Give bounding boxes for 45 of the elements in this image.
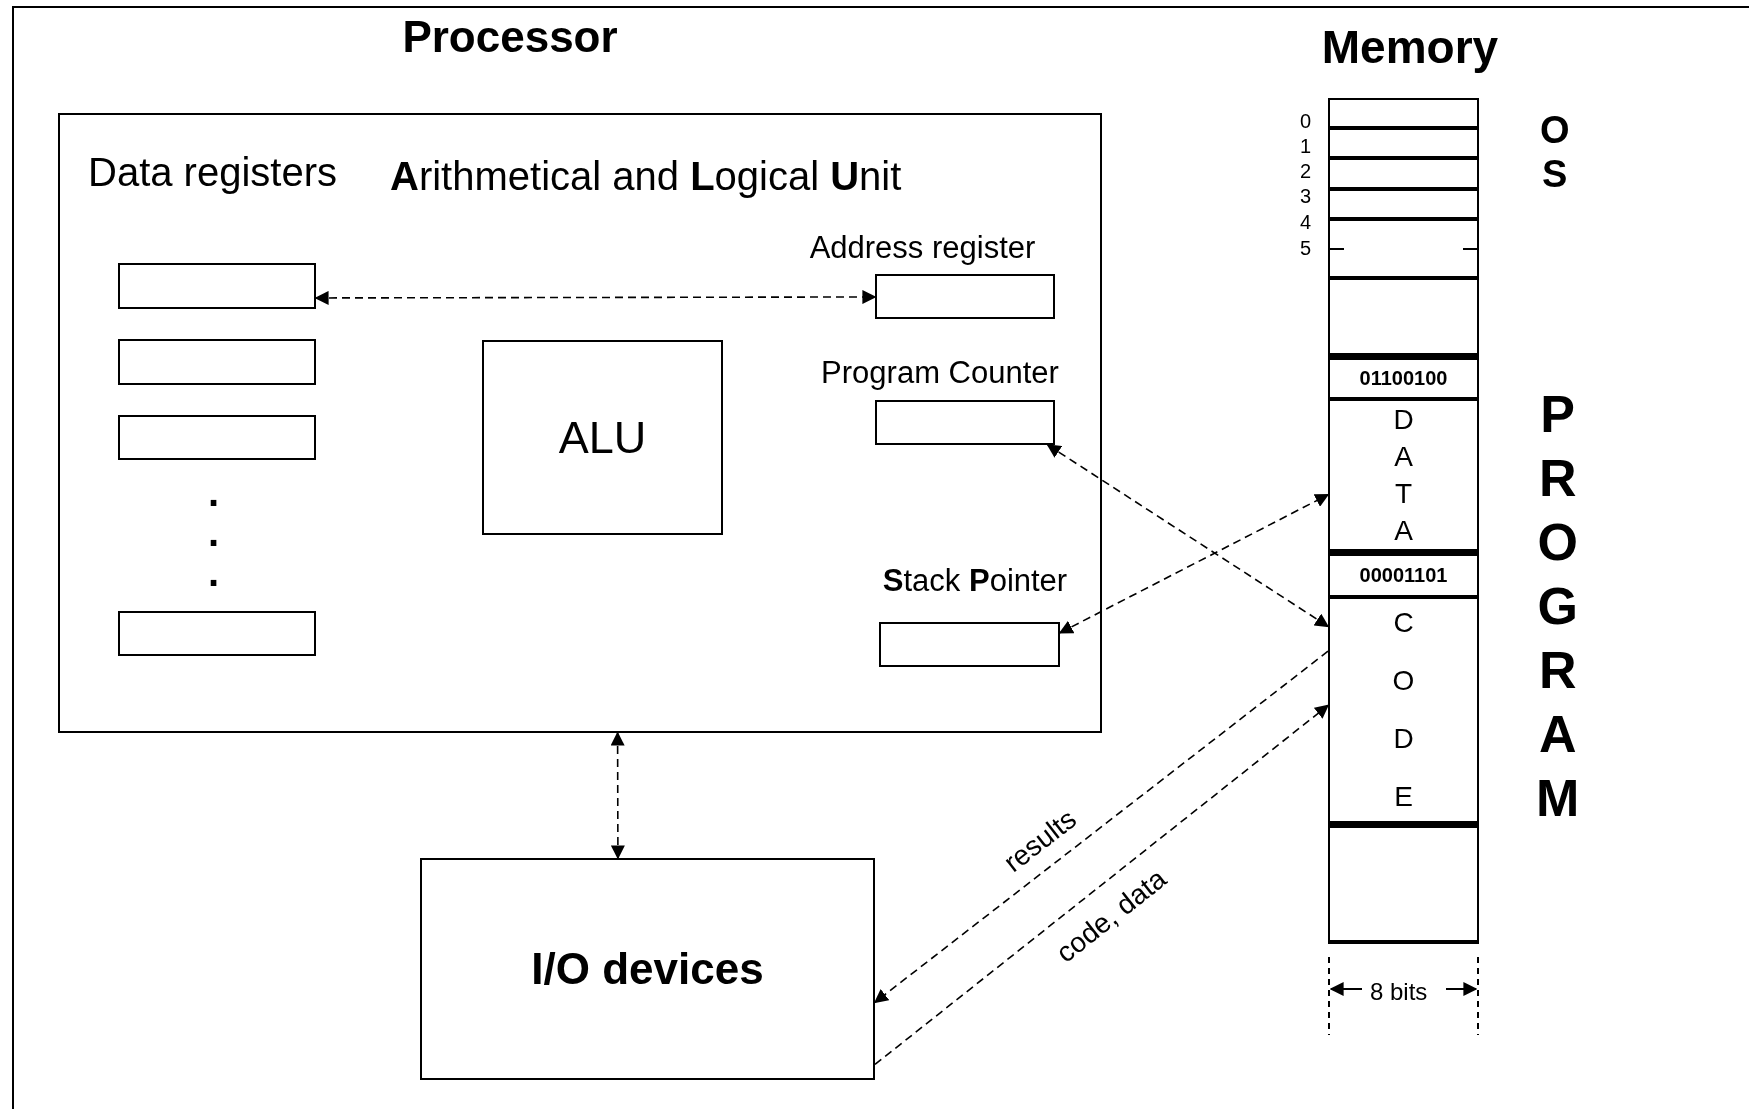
register-box (118, 611, 316, 656)
double-arrow (314, 289, 877, 305)
vertical-label: P R O G R A M (1536, 384, 1580, 829)
dimension-label: 8 bits (1370, 978, 1428, 1006)
memory-cell (1328, 128, 1479, 158)
register-name: Stack Pointer (881, 563, 1069, 599)
memory-heading: Memory (1320, 20, 1500, 74)
memory-cell (1328, 355, 1479, 399)
section-label: Data registers (88, 150, 337, 195)
register-name: Program Counter (820, 355, 1060, 391)
arrow (874, 704, 1330, 1066)
region-label: D A T A (1393, 403, 1414, 548)
io-devices-box (420, 858, 875, 1080)
memory-cell (1328, 219, 1479, 278)
double-arrow (1058, 493, 1330, 634)
vertical-label: O S (1540, 108, 1570, 196)
address-number: 0 (1300, 110, 1312, 133)
address-number: 5 (1300, 237, 1312, 260)
memory-region (1328, 597, 1479, 823)
address-number: 3 (1300, 185, 1312, 208)
arrow (873, 650, 1329, 1004)
register-box (118, 263, 316, 309)
memory-cell (1328, 189, 1479, 219)
alu-box (482, 340, 723, 535)
io-devices-label: I/O devices (531, 944, 764, 994)
memory-cell (1328, 551, 1479, 597)
register-box (118, 339, 316, 385)
memory-cell (1328, 158, 1479, 189)
double-arrow (1046, 444, 1330, 628)
address-number: 1 (1300, 135, 1312, 158)
binary-value: 00001101 (1359, 564, 1448, 587)
processor-heading: Processor (401, 12, 619, 62)
register-name: Address register (808, 230, 1037, 266)
address-number: 2 (1300, 160, 1312, 183)
section-label: Arithmetical and Logical Unit (390, 154, 902, 199)
memory-cell (1328, 823, 1479, 942)
double-arrow (610, 731, 625, 860)
binary-value: 01100100 (1359, 367, 1448, 390)
edge-label: code, data (1049, 862, 1173, 969)
memory-region (1328, 399, 1479, 551)
region-label: C O D E (1392, 606, 1415, 814)
memory-cell (1328, 278, 1479, 355)
alu-label: ALU (558, 411, 647, 464)
address-number: 4 (1300, 211, 1312, 234)
register-box (118, 415, 316, 460)
